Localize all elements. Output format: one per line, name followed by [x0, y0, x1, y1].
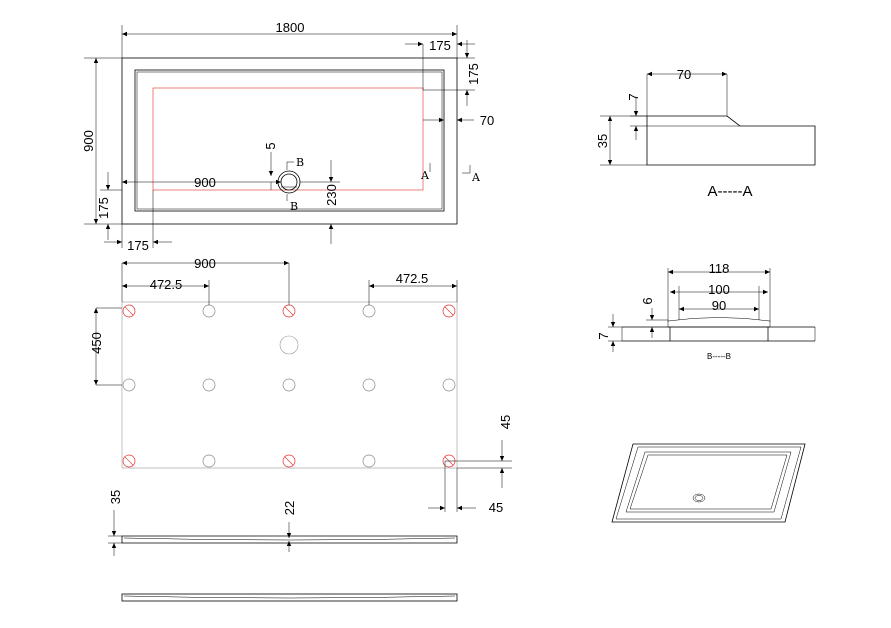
support-feet [122, 304, 456, 468]
dim-drain-x: 900 [194, 175, 216, 190]
dim-section-a-70: 70 [677, 67, 691, 82]
dim-edge-x: 45 [489, 500, 503, 515]
dim-section-b-7: 7 [596, 332, 611, 339]
side-view: 35 22 [108, 490, 458, 602]
dim-rim-top: 175 [466, 63, 481, 85]
tray-outline [121, 57, 458, 225]
support-foot-mark [284, 306, 294, 316]
section-b-top-label: B [296, 156, 304, 169]
dim-section-a-7: 7 [626, 93, 641, 100]
isometric-view [611, 443, 806, 523]
drain-cover-profile [667, 317, 771, 328]
section-a-caption: A-----A [708, 183, 753, 200]
support-foot-icon [442, 304, 456, 318]
dim-section-b-100: 100 [708, 282, 730, 297]
support-foot-icon [122, 378, 136, 392]
support-view: 900 472.5 472.5 450 45 45 [89, 256, 513, 515]
dim-rim-left: 175 [96, 197, 111, 219]
tray-inner-rim [134, 69, 445, 212]
top-view: 1800 175 175 70 900 900 5 230 [81, 20, 494, 253]
support-foot-icon [362, 454, 376, 468]
support-foot-icon [282, 454, 296, 468]
section-b-detail: 118 100 90 6 7 B-----B [596, 261, 816, 361]
support-foot-icon [122, 304, 136, 318]
drain-body-profile [669, 326, 769, 342]
support-foot-icon [282, 378, 296, 392]
dim-length: 1800 [276, 20, 305, 35]
tray-iso-outer [611, 443, 806, 523]
support-foot-mark [124, 306, 134, 316]
dim-width: 900 [81, 130, 96, 152]
support-foot-icon [442, 378, 456, 392]
dim-section-a-35: 35 [595, 134, 610, 148]
dim-row-450: 450 [89, 332, 104, 354]
dim-drain-small: 5 [263, 142, 278, 149]
support-foot-icon [122, 454, 136, 468]
section-a-hatched-profile [646, 115, 816, 166]
drain-iso-icon [692, 493, 706, 503]
section-b-bottom-label: B [290, 200, 298, 213]
dim-edge-y: 45 [498, 415, 513, 429]
tray-underside-outline [121, 301, 458, 469]
dim-spacing-900: 900 [194, 256, 216, 271]
dim-side-slope: 22 [282, 501, 297, 515]
dim-spacing-left: 472.5 [150, 277, 183, 292]
tray-inner-rim-2 [136, 71, 443, 210]
support-foot-mark [444, 306, 454, 316]
dim-side-height: 35 [108, 490, 123, 504]
tray-side-profile [121, 535, 458, 544]
dim-rim-bottom: 175 [127, 238, 149, 253]
drain-hole-icon [279, 335, 299, 355]
support-foot-icon [202, 378, 216, 392]
dim-spacing-right: 472.5 [396, 271, 429, 286]
dim-section-b-6: 6 [640, 297, 655, 304]
dim-drain-y: 230 [324, 184, 339, 206]
support-foot-icon [202, 304, 216, 318]
support-foot-icon [362, 304, 376, 318]
support-foot-mark [124, 456, 134, 466]
support-foot-icon [362, 378, 376, 392]
dim-inner-offset: 70 [480, 113, 494, 128]
dim-section-b-90: 90 [712, 298, 726, 313]
section-a-left-label: A [420, 169, 430, 182]
support-foot-icon [202, 454, 216, 468]
section-a-detail: 70 7 35 A-----A [595, 67, 816, 200]
section-a-right-label: A [471, 171, 481, 184]
tray-front-profile [121, 593, 458, 602]
tray-iso-inner [625, 451, 792, 513]
section-b-caption: B-----B [707, 352, 731, 361]
dim-rim-right: 175 [429, 38, 451, 53]
dim-section-b-118: 118 [709, 261, 730, 276]
support-foot-mark [284, 456, 294, 466]
